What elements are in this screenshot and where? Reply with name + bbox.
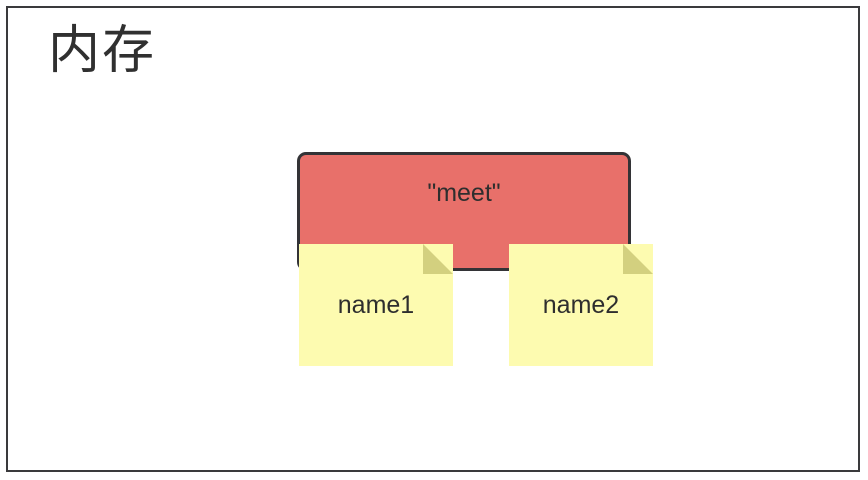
note-label: name1 [337, 290, 415, 319]
page-title: 内存 [48, 21, 157, 81]
variable-note-name1[interactable]: name1 [299, 244, 453, 366]
diagram-frame: 内存 "meet" name1 name2 [6, 6, 860, 472]
memory-value-label: "meet" [427, 179, 501, 207]
variable-note-name2[interactable]: name2 [509, 244, 653, 366]
note-label: name2 [542, 290, 620, 319]
